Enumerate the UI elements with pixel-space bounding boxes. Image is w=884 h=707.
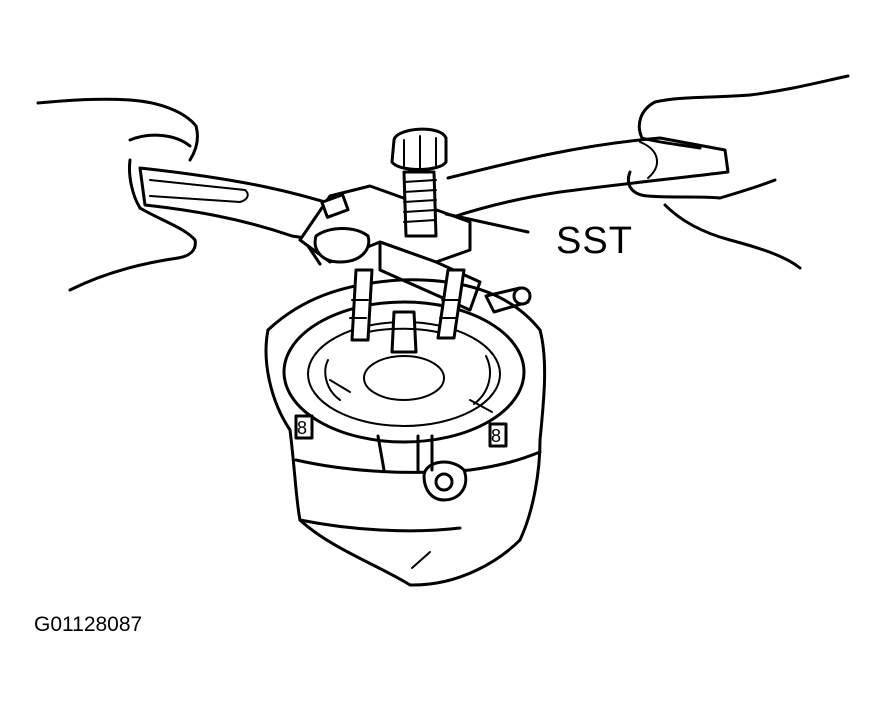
sst-leader-line <box>444 212 530 234</box>
right-hand-illustration <box>626 74 850 270</box>
sst-label: SST <box>556 220 633 262</box>
left-hand-illustration <box>36 97 199 292</box>
figure-id: G01128087 <box>34 613 143 636</box>
alternator-body <box>264 278 547 587</box>
svg-text:8: 8 <box>297 418 307 438</box>
puller-jaws <box>349 268 466 342</box>
puller-yoke <box>298 184 532 314</box>
center-bolt <box>390 127 448 238</box>
alternator-mounting-details: 8 8 <box>294 414 508 569</box>
svg-text:8: 8 <box>491 426 501 446</box>
